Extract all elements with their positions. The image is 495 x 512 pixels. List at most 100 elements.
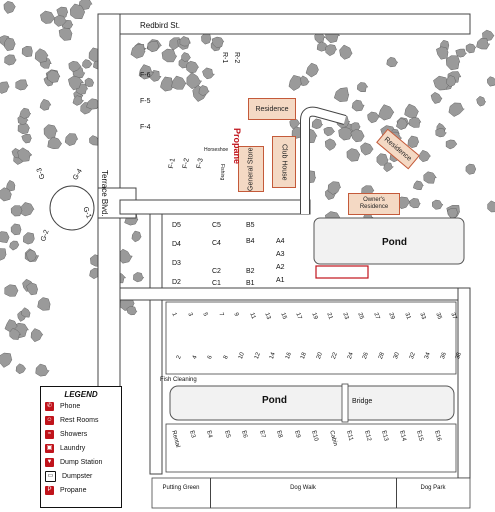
tree [147, 40, 160, 53]
tree [39, 98, 52, 111]
tree [350, 129, 365, 143]
tree [82, 59, 93, 69]
legend-item-dump-station: ▼Dump Station [41, 455, 121, 469]
tree [138, 64, 155, 80]
tree [30, 328, 44, 343]
tree [47, 136, 63, 150]
tree [15, 79, 29, 91]
site-d: D2 [172, 279, 181, 286]
pond-loop-road [119, 287, 471, 301]
tree [351, 99, 365, 112]
tree [3, 1, 16, 14]
site-b: B4 [246, 238, 255, 245]
legend-item-phone: ✆Phone [41, 399, 121, 413]
fishing-label: Fishing [219, 164, 225, 181]
tree [0, 248, 7, 261]
legend-label: Rest Rooms [60, 416, 99, 424]
tree [43, 124, 58, 139]
tree [407, 135, 420, 148]
cul-de-sac [49, 185, 95, 231]
tree [58, 27, 73, 41]
legend-label: Showers [60, 430, 88, 438]
tree [339, 44, 353, 60]
club-house-building: Club House [272, 136, 296, 188]
tree [9, 240, 20, 251]
tree [21, 45, 33, 58]
site-b: B5 [246, 222, 255, 229]
site-strip-odd-even [165, 301, 457, 375]
tree [19, 107, 32, 119]
legend-item-laundry: ▣Laundry [41, 441, 121, 455]
residence-building: Residence [248, 98, 296, 120]
driveway [300, 106, 347, 214]
propane-label: Propane [232, 128, 242, 165]
tree [161, 48, 178, 63]
legend-label: Dump Station [60, 458, 103, 466]
restroom-icon: ☺ [45, 415, 54, 425]
tree [198, 85, 210, 96]
tree [346, 148, 361, 162]
tree [64, 133, 79, 146]
tree [47, 69, 61, 83]
dumpster-icon: ▭ [45, 470, 56, 482]
tree [445, 55, 461, 71]
tree [37, 297, 51, 311]
tree [202, 67, 216, 80]
redbird-street-label: Redbird St. [140, 21, 181, 30]
tree [367, 111, 380, 124]
tree [21, 307, 31, 318]
tree [26, 282, 39, 296]
tree [53, 15, 68, 27]
tree [179, 36, 191, 47]
site-c: C2 [212, 268, 221, 275]
site-e: E3 [187, 430, 196, 439]
site-e: E5 [222, 430, 231, 439]
legend-item-restrooms: ☺ Rest Rooms [41, 413, 121, 427]
main-road [119, 199, 311, 215]
tree [288, 75, 303, 91]
tree [325, 44, 337, 57]
site-d: D3 [172, 260, 181, 267]
tree [10, 205, 23, 217]
amenities-block [315, 265, 369, 279]
tree [435, 128, 447, 138]
tree [68, 60, 82, 73]
lower-pond-label: Pond [262, 395, 287, 406]
site-a: A2 [276, 264, 285, 271]
tree [446, 74, 457, 88]
putting-green-label: Putting Green [162, 485, 200, 491]
site-e: E9 [292, 430, 301, 439]
tree [10, 223, 22, 236]
legend-title: LEGEND [64, 390, 98, 399]
lower-pond [169, 385, 455, 421]
inner-road-east [457, 287, 471, 479]
site-b: B1 [246, 280, 255, 287]
tree [70, 3, 86, 20]
site-strip-e [165, 423, 457, 473]
dog-walk-label: Dog Walk [290, 485, 316, 491]
site-d: D5 [172, 222, 181, 229]
site-r: R-2 [233, 52, 240, 64]
tree [131, 230, 142, 243]
tree [89, 135, 100, 146]
tree [6, 179, 16, 192]
site-d: D4 [172, 241, 181, 248]
tree [465, 43, 477, 54]
shower-icon: ≈ [45, 429, 54, 439]
tree [487, 76, 495, 87]
site-e: E7 [257, 430, 266, 439]
tree [378, 104, 395, 121]
tree [133, 272, 145, 283]
tree [26, 249, 37, 263]
tree [305, 62, 319, 78]
tree [68, 75, 85, 91]
site-a: A3 [276, 251, 285, 258]
tree [482, 29, 495, 41]
tree [211, 36, 225, 49]
dog-walk-area: Dog Walk [210, 478, 397, 508]
tree [0, 187, 12, 202]
tree [9, 327, 22, 340]
tree [3, 37, 16, 51]
